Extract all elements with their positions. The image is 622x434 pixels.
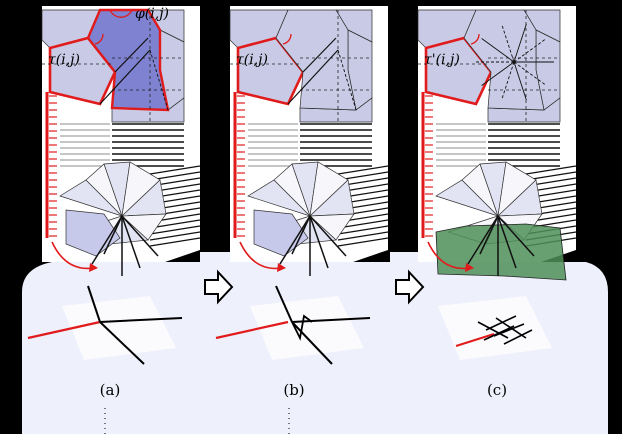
- arrowhead-icon: [277, 263, 286, 272]
- spoke-line: [279, 215, 311, 265]
- red-edge: [27, 320, 101, 340]
- phi-cell: [86, 8, 170, 112]
- caption-c: (c): [487, 381, 507, 399]
- spoke-line: [103, 215, 123, 255]
- hatch-line: [149, 237, 201, 247]
- hatch-line: [149, 225, 201, 235]
- spoke-line: [497, 215, 517, 269]
- angle-arc: [470, 33, 480, 45]
- node-backdrop: [438, 296, 552, 360]
- red-edge: [215, 320, 289, 340]
- diag-line: [114, 37, 149, 73]
- star-line: [513, 38, 547, 63]
- node-backdrop: [250, 296, 364, 360]
- angle-arc: [94, 33, 104, 45]
- arrowhead-icon: [89, 263, 98, 272]
- node-edge: [275, 285, 293, 323]
- tau-cell: [236, 36, 305, 106]
- arrow-right-icon: [395, 269, 425, 305]
- node-edge: [477, 321, 509, 339]
- hatch-line: [337, 225, 389, 235]
- node-edge: [87, 285, 101, 323]
- spoke-line: [291, 215, 311, 255]
- diag-line: [287, 49, 339, 105]
- spoke-line: [309, 215, 329, 269]
- hatch-line: [525, 165, 577, 175]
- hatch-line: [149, 231, 201, 241]
- diag-line: [337, 49, 357, 111]
- hatch-line: [149, 165, 201, 175]
- spoke-line: [497, 215, 535, 257]
- spoke-line: [91, 215, 123, 265]
- star-line: [501, 23, 515, 63]
- node-backdrop: [62, 296, 176, 360]
- hatch-line: [149, 219, 201, 229]
- angle-arc: [109, 9, 133, 18]
- angle-arc: [282, 33, 292, 45]
- node-edge: [99, 321, 145, 365]
- red-edge: [455, 333, 495, 347]
- caption-a: (a): [100, 381, 121, 399]
- panel-a: τ(i,j) φ(i,j): [27, 6, 201, 365]
- diag-line: [149, 49, 169, 111]
- arrowhead-icon: [465, 263, 474, 272]
- star-line: [501, 61, 515, 101]
- spoke-line: [479, 215, 499, 255]
- spoke-line: [121, 215, 159, 257]
- tau-label: τ(i,j): [236, 52, 268, 68]
- tau-cell: [424, 36, 493, 106]
- arrow-right-icon: [204, 269, 234, 305]
- spoke-line: [309, 215, 347, 257]
- node-edge: [291, 317, 371, 323]
- spoke-line: [467, 215, 499, 265]
- node-edge: [485, 315, 517, 331]
- node-edge: [99, 317, 183, 323]
- node-edge: [291, 321, 333, 365]
- star-line: [513, 61, 547, 86]
- node-zigzag: [291, 314, 313, 341]
- phi-cell: [275, 9, 357, 111]
- diag-line: [302, 37, 337, 73]
- hatch-line: [337, 231, 389, 241]
- diag-line: [99, 49, 151, 105]
- tau-label: τ(i,j): [48, 52, 80, 68]
- green-fold: [435, 223, 567, 281]
- hatch-line: [337, 219, 389, 229]
- caption-b: (b): [283, 381, 304, 399]
- tau-label: τ'(i,j): [424, 52, 460, 68]
- hatch-line: [337, 165, 389, 175]
- phi-cell: [463, 9, 545, 111]
- node-edge: [493, 323, 525, 337]
- phi-label: φ(i,j): [135, 6, 169, 22]
- tau-cell: [48, 36, 117, 106]
- star-line: [513, 61, 527, 101]
- spoke-line: [121, 215, 141, 269]
- star-line: [513, 23, 527, 63]
- panel-c: τ'(i,j): [417, 6, 577, 360]
- node-edge: [483, 325, 515, 341]
- star-line: [481, 61, 515, 86]
- panel-b: τ(i,j): [215, 6, 389, 365]
- node-edge: [503, 329, 533, 345]
- hatch-line: [337, 237, 389, 247]
- star-line: [481, 38, 515, 63]
